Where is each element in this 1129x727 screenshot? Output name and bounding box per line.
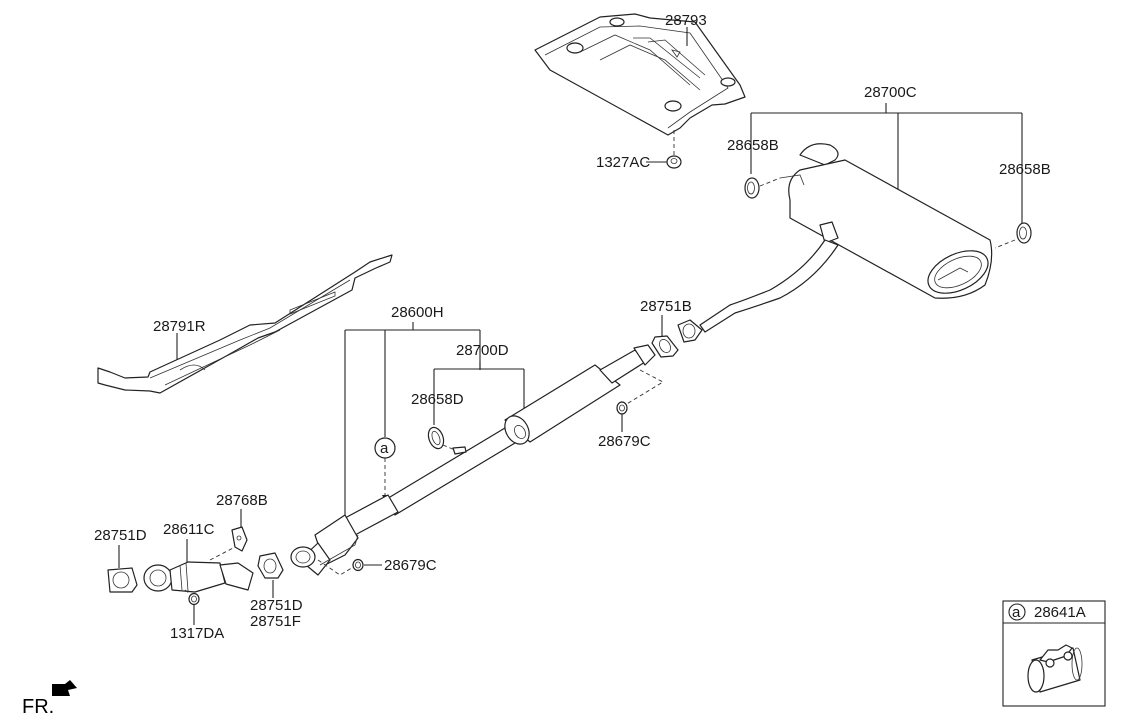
label-28679C-upper: 28679C <box>598 433 651 450</box>
catalytic-converter[interactable] <box>290 494 399 576</box>
label-28751B: 28751B <box>640 298 692 315</box>
label-28768B: 28768B <box>216 492 268 509</box>
callout-a: a <box>374 437 396 459</box>
hanger-28768B[interactable] <box>231 526 248 552</box>
label-1327AC: 1327AC <box>596 154 650 171</box>
label-28700C: 28700C <box>864 84 917 101</box>
front-pipe-28611C[interactable] <box>143 561 254 593</box>
label-1317DA: 1317DA <box>170 625 224 642</box>
svg-text:a: a <box>1012 604 1021 621</box>
label-28658B-left: 28658B <box>727 137 779 154</box>
clamp-28641A[interactable] <box>1027 644 1083 693</box>
label-28658D: 28658D <box>411 391 464 408</box>
hanger-rubber-28658D[interactable] <box>426 425 447 450</box>
nut-1317DA[interactable] <box>188 592 200 606</box>
gasket-28751B[interactable] <box>651 335 679 358</box>
label-28751F: 28751F <box>250 613 301 630</box>
svg-text:a: a <box>380 440 389 457</box>
label-28751D-left: 28751D <box>94 527 147 544</box>
rear-muffler-28700C[interactable] <box>699 143 995 333</box>
heat-protector-28791R[interactable] <box>97 254 393 394</box>
label-28600H: 28600H <box>391 304 444 321</box>
label-28751D-mid: 28751D <box>250 597 303 614</box>
label-28793: 28793 <box>665 12 707 29</box>
label-28658B-right: 28658B <box>999 161 1051 178</box>
hanger-rubber-28658B-right[interactable] <box>1016 222 1032 244</box>
legend-box-28641A: a 28641A <box>1002 600 1106 707</box>
label-28791R: 28791R <box>153 318 206 335</box>
front-direction-label: FR. <box>22 696 54 718</box>
gasket-28751D-mid[interactable] <box>257 552 284 579</box>
hanger-rubber-28658B-left[interactable] <box>744 177 760 199</box>
svg-text:28641A: 28641A <box>1034 604 1086 621</box>
nut-1327AC[interactable] <box>666 155 682 169</box>
flange-rear-pipe[interactable] <box>677 319 703 343</box>
gasket-28751D-left[interactable] <box>107 567 138 593</box>
nut-28679C-lower[interactable] <box>352 558 364 572</box>
label-28679C-lower: 28679C <box>384 557 437 574</box>
heat-shield-28793[interactable] <box>534 13 746 136</box>
center-muffler-28700D[interactable] <box>384 344 656 516</box>
label-28700D: 28700D <box>456 342 509 359</box>
nut-28679C-upper[interactable] <box>616 401 628 415</box>
front-direction-arrow-icon <box>52 680 77 696</box>
label-28611C: 28611C <box>163 521 215 538</box>
